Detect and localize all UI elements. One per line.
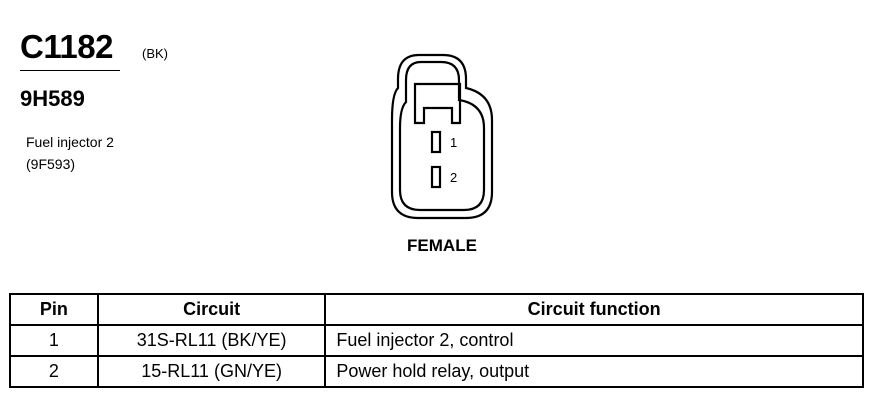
connector-housing-outer <box>390 53 494 220</box>
connector-id-underline <box>20 70 120 71</box>
pin-table: Pin Circuit Circuit function 1 31S-RL11 … <box>9 293 864 388</box>
locking-tab <box>413 82 462 125</box>
component-name: Fuel injector 2 <box>26 134 114 150</box>
pin-cavity-2 <box>430 165 442 189</box>
table-row: 1 31S-RL11 (BK/YE) Fuel injector 2, cont… <box>9 324 864 357</box>
connector-gender-label: FEMALE <box>407 236 477 255</box>
circuit-cell: 31S-RL11 (BK/YE) <box>96 324 327 357</box>
pin-column-header: Pin <box>9 293 99 326</box>
connector-face-diagram: 1 2 <box>390 53 494 220</box>
pin-cavity-1 <box>430 130 442 154</box>
circuit-function-column-header: Circuit function <box>324 293 864 326</box>
part-number: 9H589 <box>20 86 85 111</box>
component-code: (9F593) <box>26 156 76 172</box>
pin-label-1: 1 <box>450 135 457 150</box>
pin-cell: 2 <box>9 355 99 388</box>
connector-color-code: (BK) <box>142 46 168 61</box>
pin-table-header-row: Pin Circuit Circuit function <box>9 293 864 326</box>
pin-cell: 1 <box>9 324 99 357</box>
pin-label-2: 2 <box>450 170 457 185</box>
table-row: 2 15-RL11 (GN/YE) Power hold relay, outp… <box>9 355 864 388</box>
circuit-column-header: Circuit <box>96 293 327 326</box>
circuit-cell: 15-RL11 (GN/YE) <box>96 355 327 388</box>
circuit-function-cell: Power hold relay, output <box>324 355 864 388</box>
connector-id: C1182 <box>20 28 113 65</box>
connector-housing-inner <box>398 60 486 212</box>
circuit-function-cell: Fuel injector 2, control <box>324 324 864 357</box>
